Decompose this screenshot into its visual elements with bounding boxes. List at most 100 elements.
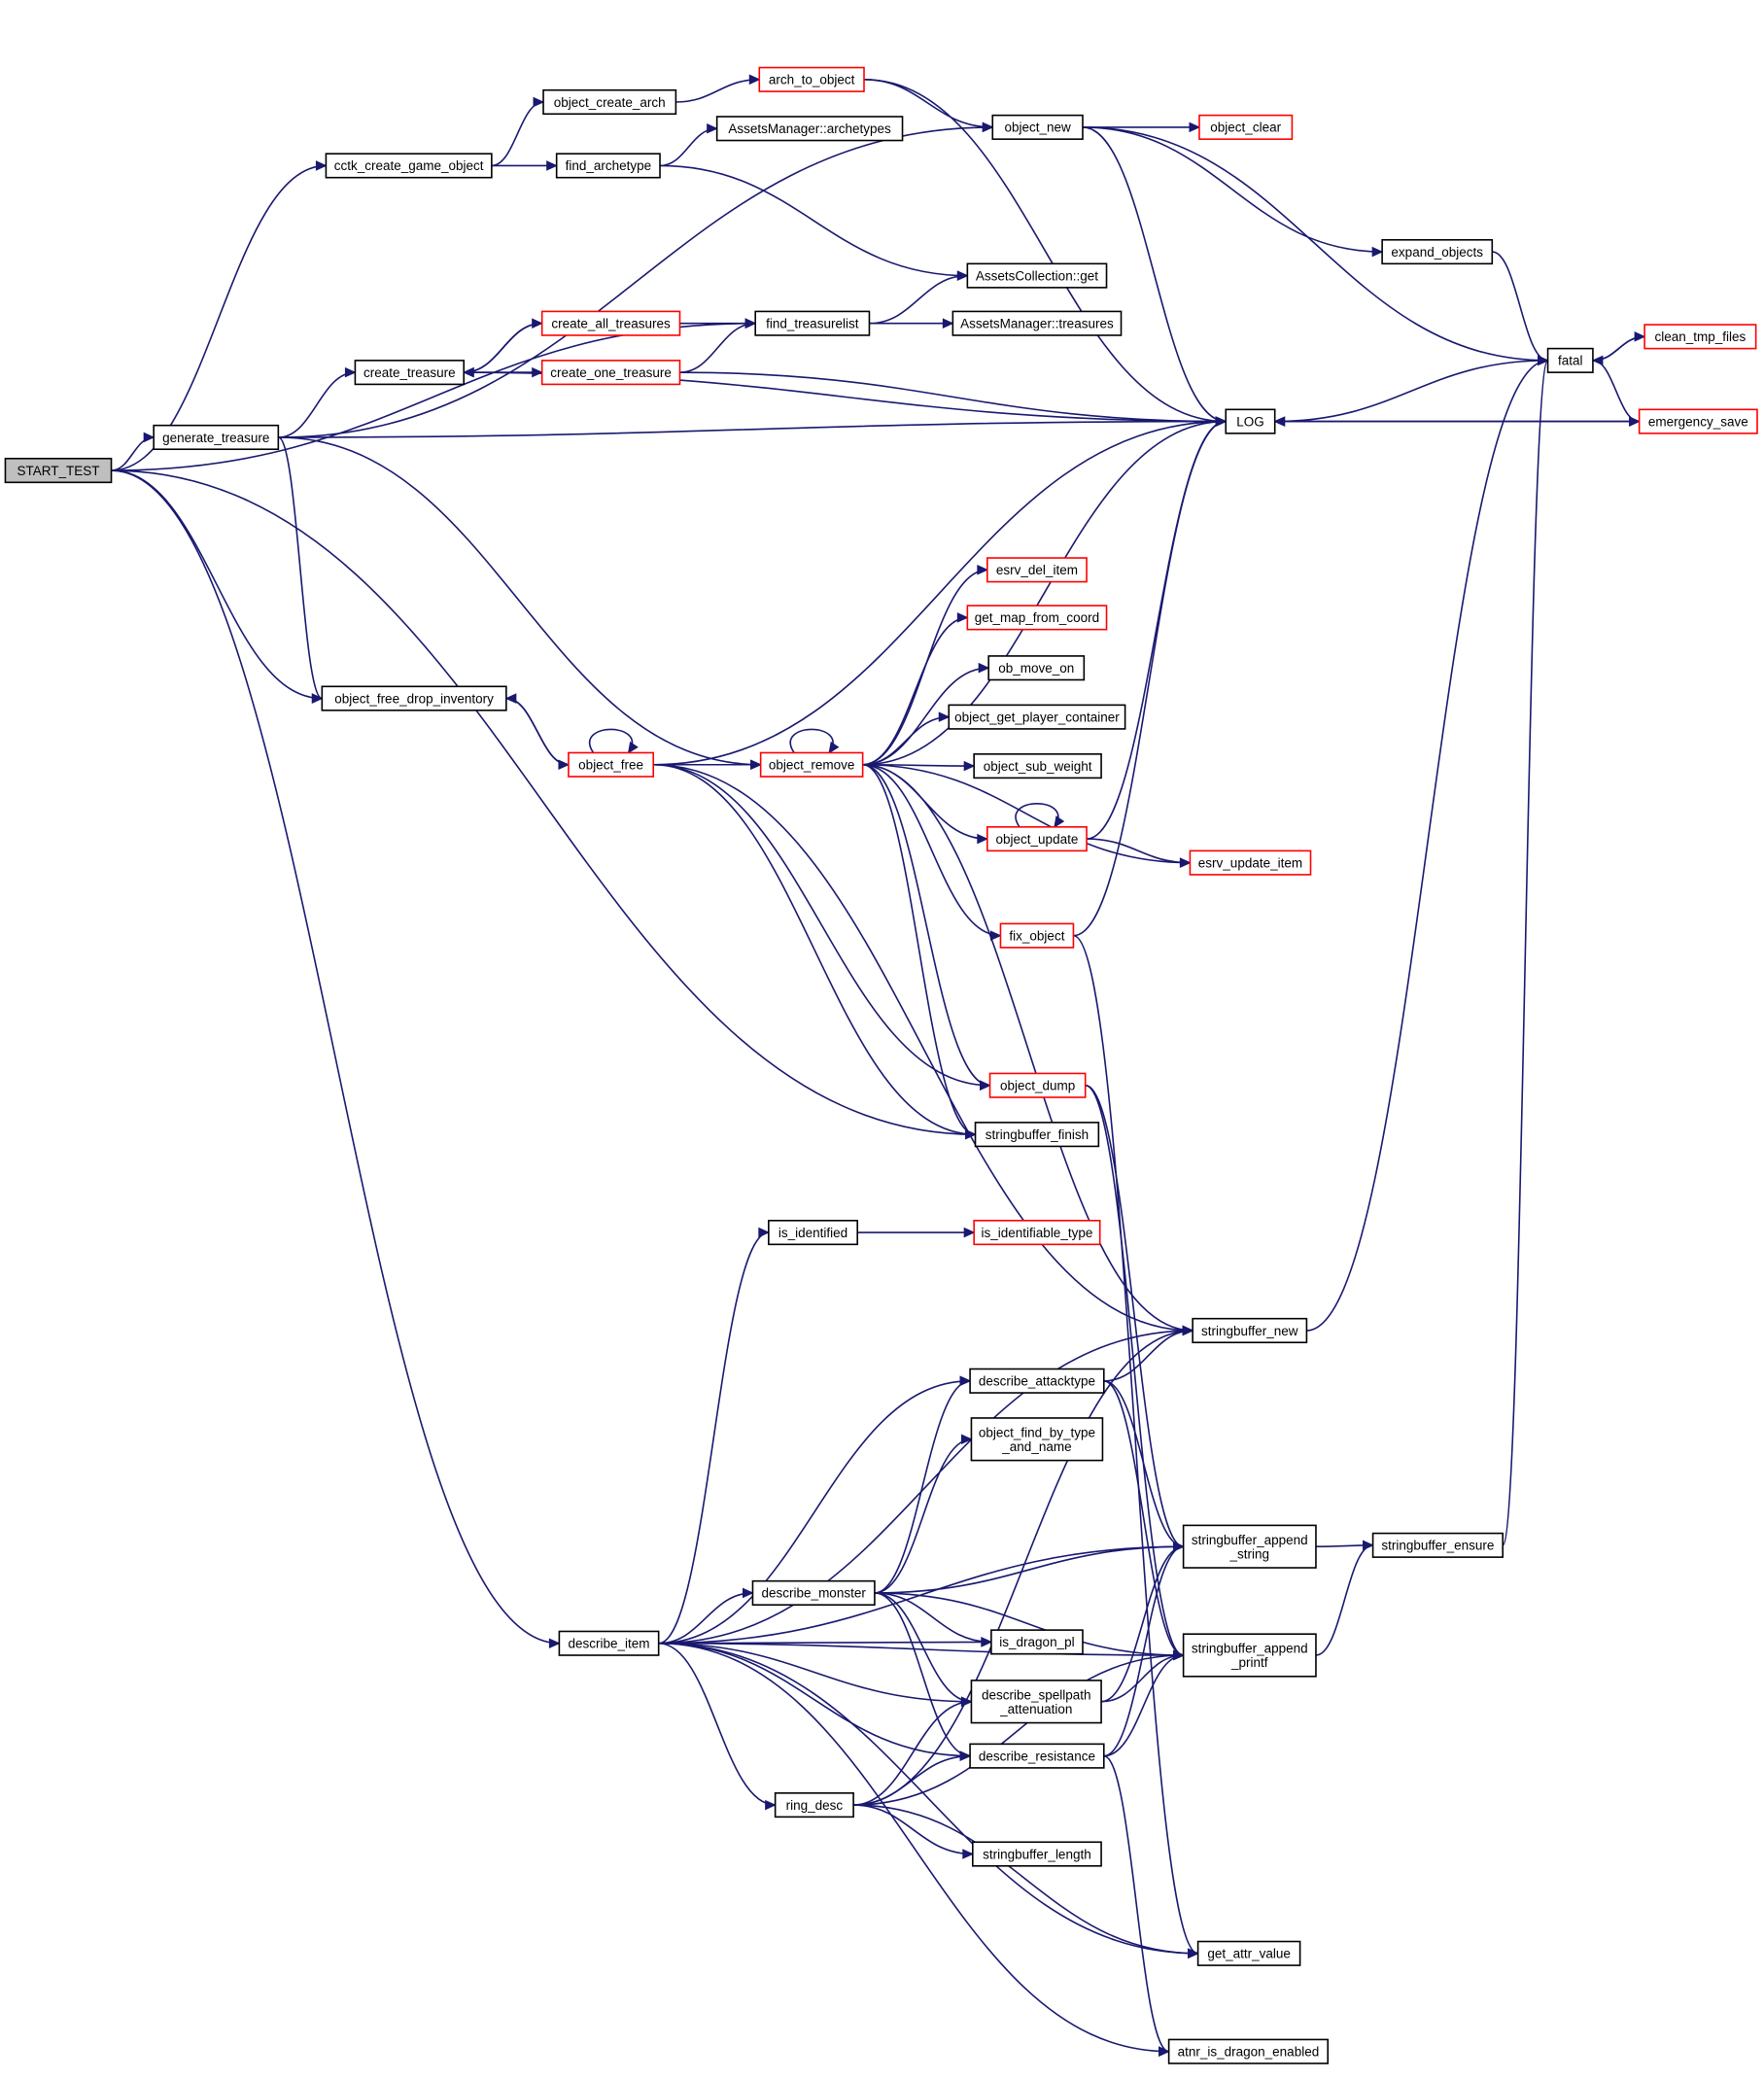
node-find-archetype[interactable]: find_archetype — [555, 153, 661, 179]
node-box — [988, 1072, 1087, 1098]
node-label: describe_spellpath — [982, 1687, 1091, 1702]
node-label: create_one_treasure — [550, 365, 672, 380]
node-stringbuffer-new[interactable]: stringbuffer_new — [1192, 1317, 1308, 1344]
edge-arrowhead — [977, 565, 989, 575]
node-object-free[interactable]: object_free — [568, 751, 655, 778]
node-label: object_free_drop_inventory — [334, 691, 494, 706]
node-label: stringbuffer_length — [983, 1847, 1091, 1861]
node-object-new[interactable]: object_new — [991, 114, 1084, 140]
node-label: describe_resistance — [979, 1749, 1095, 1763]
node-fix-object[interactable]: fix_object — [999, 922, 1075, 949]
node-box — [1198, 114, 1294, 140]
node-label: ob_move_on — [998, 661, 1074, 676]
node-start-test[interactable]: START_TEST — [4, 457, 113, 484]
node-label: object_remove — [769, 758, 855, 773]
node-box — [969, 1743, 1105, 1769]
node-object-sub-weight[interactable]: object_sub_weight — [973, 753, 1102, 780]
edge-object-remove-to-object-dump — [862, 763, 990, 1087]
node-arch-to-object[interactable]: arch_to_object — [758, 66, 865, 92]
node-object-dump[interactable]: object_dump — [988, 1072, 1087, 1098]
node-stringbuffer-append-string[interactable]: stringbuffer_append_string — [1182, 1524, 1317, 1569]
node-expand-objects[interactable]: expand_objects — [1381, 238, 1494, 265]
node-label: object_free — [578, 758, 643, 773]
node-is-dragon-pl[interactable]: is_dragon_pl — [990, 1629, 1084, 1655]
node-label: stringbuffer_append — [1192, 1533, 1308, 1547]
node-assets-collection-get[interactable]: AssetsCollection::get — [966, 262, 1108, 289]
node-label: arch_to_object — [769, 73, 855, 87]
node-ob-move-on[interactable]: ob_move_on — [987, 655, 1086, 681]
node-describe-resistance[interactable]: describe_resistance — [969, 1743, 1105, 1769]
node-atnr-is-dragon-enabled[interactable]: atnr_is_dragon_enabled — [1167, 2038, 1330, 2064]
edge-find-archetype-to-assets-collection-get — [660, 164, 968, 277]
edge-arrowhead — [959, 1375, 972, 1387]
edge-arrowhead — [1538, 355, 1549, 366]
edge-object-dump-to-stringbuffer-append-string — [1085, 1084, 1184, 1547]
edge-find-treasurelist-to-assets-collection-get — [869, 274, 968, 325]
node-object-free-drop-inventory[interactable]: object_free_drop_inventory — [321, 685, 507, 711]
node-clean-tmp-files[interactable]: clean_tmp_files — [1643, 324, 1757, 350]
edge-object-free-to-object-free — [589, 728, 634, 753]
node-fatal[interactable]: fatal — [1546, 347, 1594, 373]
node-box — [540, 310, 681, 336]
edge-start-test-to-object-free-drop-inventory — [111, 469, 323, 700]
edge-object-update-to-object-update — [1015, 803, 1059, 828]
edge-ring-desc-to-stringbuffer-append-printf — [853, 1654, 1184, 1806]
node-object-clear[interactable]: object_clear — [1198, 114, 1294, 140]
node-object-create-arch[interactable]: object_create_arch — [542, 88, 677, 116]
edge-arrowhead — [765, 1799, 777, 1811]
edge-arrowhead — [1173, 1649, 1185, 1661]
node-object-update[interactable]: object_update — [986, 826, 1088, 852]
node-label: AssetsManager::archetypes — [728, 121, 891, 136]
node-find-treasurelist[interactable]: find_treasurelist — [754, 310, 871, 336]
node-is-identifiable-type[interactable]: is_identifiable_type — [973, 1219, 1101, 1246]
node-stringbuffer-length[interactable]: stringbuffer_length — [972, 1841, 1102, 1867]
node-log[interactable]: LOG — [1225, 408, 1276, 434]
edge-create-one-treasure-to-log — [679, 371, 1227, 423]
node-object-find-by-type-and-name[interactable]: object_find_by_type_and_name — [970, 1417, 1104, 1462]
node-is-identified[interactable]: is_identified — [768, 1219, 858, 1246]
node-box — [321, 685, 507, 711]
node-create-treasure[interactable]: create_treasure — [354, 360, 466, 386]
node-object-get-player-container[interactable]: object_get_player_container — [948, 704, 1126, 730]
edge-describe-attacktype-to-stringbuffer-new — [1103, 1330, 1193, 1382]
node-stringbuffer-append-printf[interactable]: stringbuffer_append_printf — [1182, 1633, 1317, 1678]
node-create-one-treasure[interactable]: create_one_treasure — [540, 360, 681, 386]
node-esrv-update-item[interactable]: esrv_update_item — [1189, 849, 1312, 876]
node-emergency-save[interactable]: emergency_save — [1638, 408, 1758, 434]
node-describe-item[interactable]: describe_item — [558, 1630, 660, 1656]
node-describe-attacktype[interactable]: describe_attacktype — [969, 1368, 1105, 1394]
node-object-remove[interactable]: object_remove — [759, 751, 864, 778]
node-describe-monster[interactable]: describe_monster — [751, 1579, 876, 1606]
node-box — [986, 557, 1088, 583]
edge-object-free-to-object-free-drop-inventory — [505, 697, 570, 766]
node-generate-treasure[interactable]: generate_treasure — [153, 424, 280, 451]
edge-arrowhead — [463, 366, 474, 378]
node-esrv-del-item[interactable]: esrv_del_item — [986, 557, 1088, 583]
node-label: stringbuffer_append — [1192, 1642, 1308, 1656]
edge-object-free-to-stringbuffer-new — [653, 763, 1193, 1332]
edge-describe-spellpath-attenuation-to-stringbuffer-append-printf — [1101, 1654, 1184, 1703]
node-box — [759, 751, 864, 778]
edge-describe-attacktype-to-stringbuffer-append-string — [1103, 1379, 1184, 1547]
node-box — [987, 655, 1086, 681]
node-create-all-treasures[interactable]: create_all_treasures — [540, 310, 681, 336]
node-ring-desc[interactable]: ring_desc — [774, 1792, 854, 1819]
node-stringbuffer-finish[interactable]: stringbuffer_finish — [974, 1122, 1100, 1148]
node-label: stringbuffer_ensure — [1381, 1539, 1494, 1553]
node-stringbuffer-ensure[interactable]: stringbuffer_ensure — [1371, 1532, 1505, 1558]
edge-object-remove-to-stringbuffer-new — [862, 763, 1193, 1332]
node-cctk-create-game-object[interactable]: cctk_create_game_object — [325, 153, 493, 179]
node-box — [990, 1629, 1084, 1655]
edge-describe-item-to-describe-spellpath-attenuation — [658, 1642, 972, 1703]
node-get-map-from-coord[interactable]: get_map_from_coord — [966, 605, 1108, 631]
node-get-attr-value[interactable]: get_attr_value — [1196, 1940, 1301, 1966]
node-assets-manager-treasures[interactable]: AssetsManager::treasures — [951, 310, 1123, 336]
edge-object-new-to-expand-objects — [1082, 126, 1383, 253]
edge-describe-item-to-ring-desc — [658, 1642, 776, 1806]
node-box — [966, 262, 1108, 289]
node-assets-manager-archetypes[interactable]: AssetsManager::archetypes — [715, 116, 904, 142]
node-box — [986, 826, 1088, 852]
node-describe-spellpath-attenuation[interactable]: describe_spellpath_attenuation — [970, 1680, 1102, 1724]
node-label: object_sub_weight — [984, 759, 1092, 774]
edge-object-remove-to-get-map-from-coord — [862, 616, 968, 766]
